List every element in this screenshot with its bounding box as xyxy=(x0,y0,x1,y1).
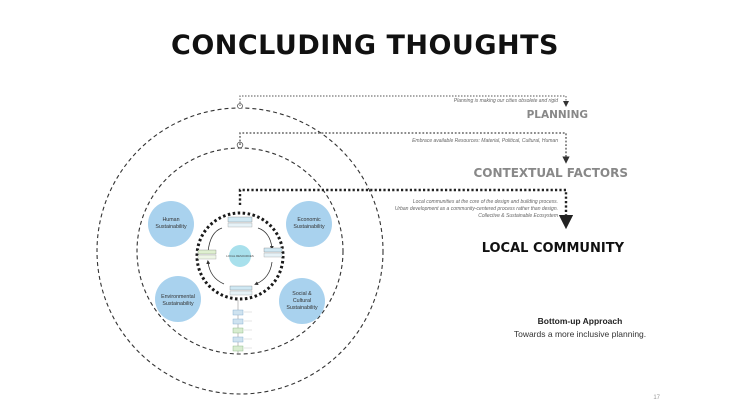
bubble-label: Cultural xyxy=(293,298,311,304)
cycle-arrow xyxy=(257,227,274,250)
bubble-environmental: Environmental Sustainability xyxy=(155,276,201,322)
planning-connector xyxy=(237,95,569,109)
bubble-label: Sustainability xyxy=(162,301,194,307)
flow-strip xyxy=(232,300,252,354)
process-box xyxy=(227,222,253,228)
flow-step xyxy=(232,345,244,352)
bubble-label: Sustainability xyxy=(286,305,318,311)
bubble-economic: Economic Sustainability xyxy=(286,201,332,247)
bubble-label: Sustainability xyxy=(155,224,187,230)
process-box xyxy=(227,216,253,223)
local-note-line-2: Urban development as a community-centere… xyxy=(395,206,558,212)
process-box xyxy=(263,247,283,253)
contextual-connector xyxy=(236,132,570,164)
bubble-circle xyxy=(279,278,325,324)
flow-step xyxy=(232,318,244,325)
core-center-label: LOCAL RESOURCES xyxy=(226,254,254,258)
local-note-line-3: Collective & Sustainable Ecosystem xyxy=(478,213,558,219)
page-number: 17 xyxy=(653,395,660,401)
bubble-circle xyxy=(286,201,332,247)
cycle-arrow xyxy=(254,261,273,286)
contextual-note: Embrace available Resources: Material, P… xyxy=(412,138,558,144)
local-note-line-1: Local communities at the core of the des… xyxy=(413,199,558,205)
bubble-label: Sustainability xyxy=(293,224,325,230)
bubble-label: Environmental xyxy=(161,294,195,300)
process-box xyxy=(197,249,217,255)
slide-title: CONCLUDING THOUGHTS xyxy=(171,30,559,61)
process-box xyxy=(229,290,253,296)
core-center xyxy=(229,245,251,267)
bubble-label: Human xyxy=(162,217,179,223)
bubble-label: Economic xyxy=(297,217,321,223)
planning-note: Planning is making our cities obsolete a… xyxy=(454,98,558,104)
bubble-label: Social & xyxy=(292,291,312,297)
flow-step xyxy=(232,327,244,334)
approach-subtitle: Towards a more inclusive planning. xyxy=(514,329,646,339)
bubble-circle xyxy=(148,201,194,247)
bubble-human: Human Sustainability xyxy=(148,201,194,247)
process-box xyxy=(229,285,253,291)
process-box xyxy=(197,254,217,260)
process-box xyxy=(263,252,283,258)
flow-step xyxy=(232,309,244,316)
local-community-title: LOCAL COMMUNITY xyxy=(482,241,625,256)
planning-title: PLANNING xyxy=(527,109,588,121)
local-connector xyxy=(238,188,574,230)
bubble-social-cultural: Social & Cultural Sustainability xyxy=(279,278,325,324)
local-community-core: LOCAL RESOURCES xyxy=(195,211,285,301)
approach-title: Bottom-up Approach xyxy=(538,316,623,326)
flow-step xyxy=(232,336,244,343)
cycle-arrow xyxy=(206,260,225,285)
bubble-circle xyxy=(155,276,201,322)
cycle-arrow xyxy=(206,227,223,254)
contextual-title: CONTEXTUAL FACTORS xyxy=(473,166,628,180)
